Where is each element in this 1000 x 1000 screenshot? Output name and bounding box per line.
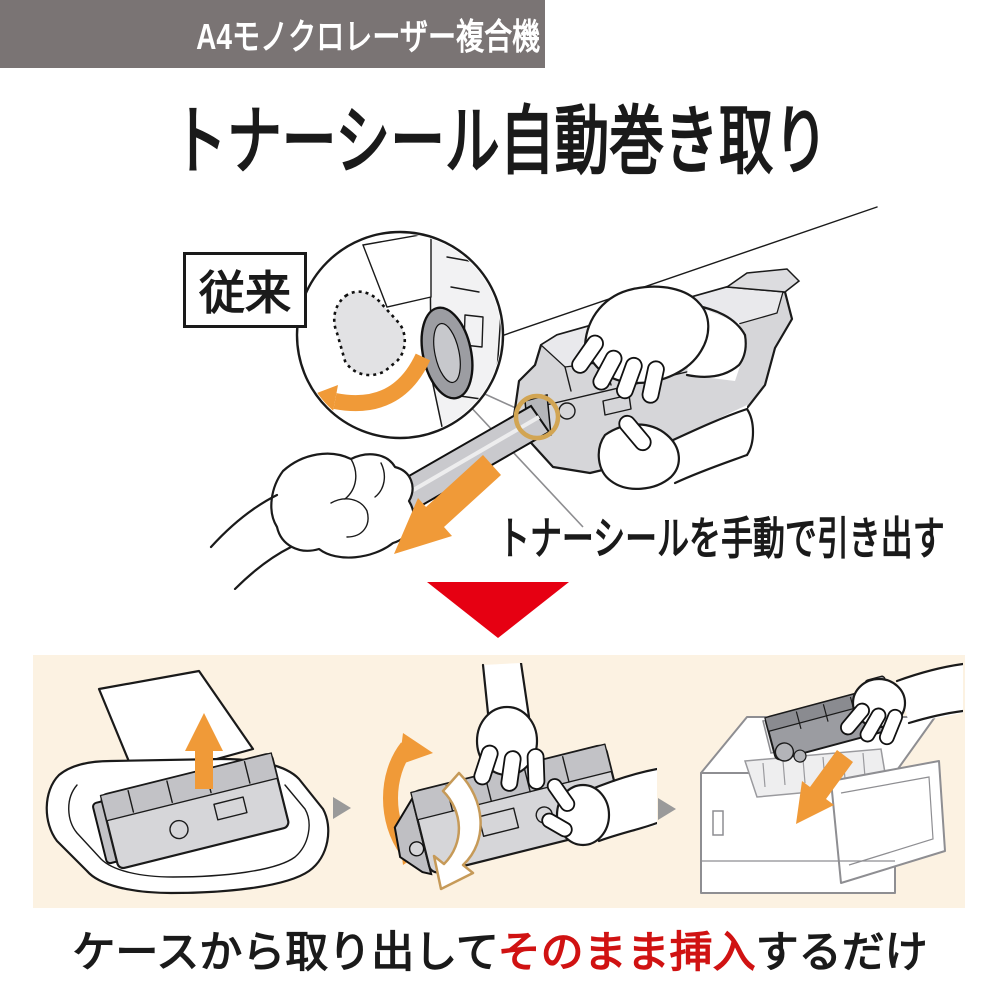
pull-arrow-icon (394, 455, 501, 554)
holding-hand-front (597, 405, 755, 490)
product-category-banner: A4モノクロレーザー複合機 (0, 0, 545, 68)
hand-right (541, 767, 657, 847)
transition-down-arrow-icon (427, 582, 569, 638)
seal-exit-highlight-ring (513, 393, 561, 441)
manual-pull-illustration (209, 206, 878, 590)
conventional-label: 従来 (199, 267, 291, 319)
packaging-lid (97, 669, 255, 783)
seal-spool-dotted-outline (333, 290, 407, 377)
new-method-panel (33, 655, 965, 908)
caption-prefix: ケースから取り出して (72, 929, 498, 977)
rotate-guide-arrow-icon (432, 771, 482, 891)
step-shake-illustration (383, 663, 657, 891)
inserting-hand (840, 662, 963, 746)
seal-roller (420, 306, 474, 400)
cartridge-closeup-panel (362, 234, 432, 308)
step-separator-chevron-icon (333, 797, 351, 819)
caption-highlight: そのまま挿入 (497, 929, 756, 977)
printer-open-cover (830, 760, 946, 884)
step-separator-chevron-icon (658, 798, 676, 820)
lift-arrow-icon (185, 713, 223, 789)
rock-arrow-head-top (399, 733, 433, 765)
surface-edge-line (474, 206, 878, 346)
pulling-hand (209, 452, 415, 590)
rewind-arrow-icon (333, 353, 431, 412)
caption-suffix: するだけ (755, 929, 928, 977)
hand-top (473, 663, 546, 792)
conventional-label-box: 従来 (183, 252, 307, 328)
step-insert-illustration (700, 662, 963, 894)
surface-edge-line (466, 402, 584, 528)
holding-hand-top (571, 285, 747, 404)
manual-pull-caption: トナーシールを手動で引き出す (498, 513, 945, 564)
bottom-caption: ケースから取り出してそのまま挿入するだけ (0, 918, 1000, 980)
page-title: トナーシール自動巻き取り (0, 100, 1000, 183)
magnifier-callout (295, 230, 505, 440)
product-category-label: A4モノクロレーザー複合機 (195, 16, 540, 57)
cartridge-in-tray (92, 752, 290, 870)
page-title-text: トナーシール自動巻き取り (172, 99, 828, 183)
insert-arrow-icon (796, 750, 853, 824)
step-take-out-illustration (45, 669, 330, 895)
